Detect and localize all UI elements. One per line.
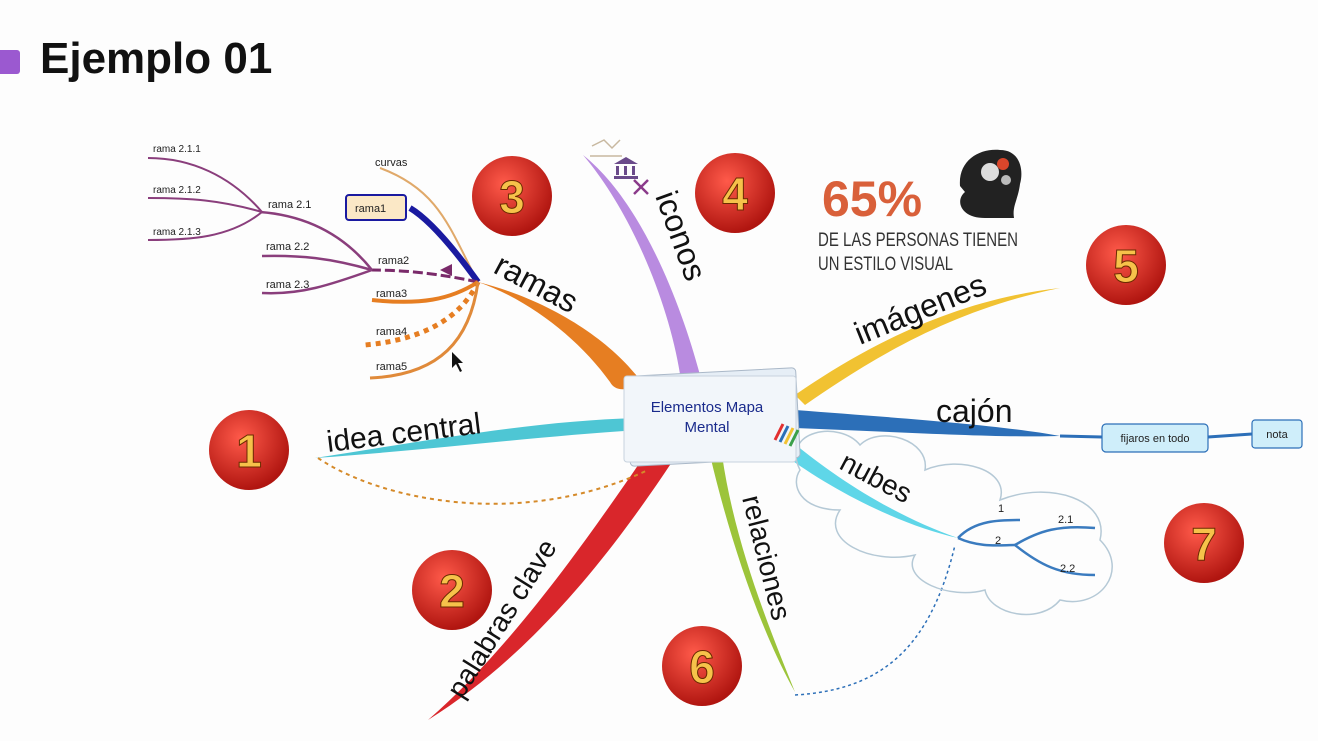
cajon-connector [1059,434,1103,439]
branch-relaciones [710,455,795,692]
cajon-box-fijaros [1101,423,1209,453]
rama2-label: rama2 [378,255,409,267]
cajon-box-nota [1251,419,1303,449]
rama1-box [345,194,407,221]
stat-percent: 65% [822,171,922,227]
chart-icon [590,139,622,157]
branch-cajon [795,410,1060,437]
label-idea-central: idea central [325,407,483,459]
central-node: Elementos Mapa Mental [623,367,801,467]
central-title-line1: Elementos Mapa [651,399,764,416]
rama-2-1-1-label: rama 2.1.1 [153,144,201,155]
rama-2-3-label: rama 2.3 [266,279,309,291]
badge-2-number: 2 [439,565,465,617]
curvas-label: curvas [375,157,408,169]
badge-5-number: 5 [1113,240,1139,292]
relation-dashed-line-2 [794,544,956,696]
stat-line2: UN ESTILO VISUAL [818,254,953,275]
nubes-label-1: 1 [998,503,1004,515]
cajon-connector-2 [1207,432,1253,439]
nubes-label-2-1: 2.1 [1058,514,1073,526]
badge-7-number: 7 [1191,518,1217,570]
head-gears-icon [959,149,1022,218]
badge-2: 2 [412,550,492,630]
rama1-label: rama1 [355,203,386,215]
ramas-subbranches [147,157,481,380]
label-nubes: nubes [835,446,917,509]
badge-6-number: 6 [689,641,715,693]
badge-4: 4 [695,153,775,233]
rama-2-1-label: rama 2.1 [268,199,311,211]
branch-nubes [775,440,958,538]
branch-idea-central [315,418,640,458]
rama3-label: rama3 [376,288,407,300]
arrows-in-icon [633,179,649,195]
label-cajon: cajón [936,393,1013,429]
badge-3-number: 3 [499,171,525,223]
cloud-shape [795,430,1113,616]
rama-2-2-label: rama 2.2 [266,241,309,253]
badge-4-number: 4 [722,168,748,220]
branch-palabras-clave [428,448,672,720]
badge-1: 1 [209,410,289,490]
slide-title: Ejemplo 01 [40,34,273,83]
central-title-line2: Mental [684,419,729,436]
cursor-icon [452,352,463,372]
badge-7: 7 [1164,503,1244,583]
branch-imagenes [795,288,1060,405]
relation-dashed-line-1 [317,457,649,505]
title-accent-bar [0,50,20,74]
cajon-box-nota-label: nota [1266,429,1288,441]
badge-5: 5 [1086,225,1166,305]
nubes-subbranches [957,518,1096,577]
bank-icon [614,157,638,179]
badge-6: 6 [662,626,742,706]
pencils-icon [773,423,800,447]
rama4-label: rama4 [376,326,407,338]
branch-ramas [478,282,640,390]
rama2-arrowhead [440,264,452,276]
rama-2-1-3-label: rama 2.1.3 [153,227,201,238]
badge-1-number: 1 [236,425,262,477]
rama-2-1-2-label: rama 2.1.2 [153,185,201,196]
rama5-label: rama5 [376,361,407,373]
badge-3: 3 [472,156,552,236]
nubes-label-2: 2 [995,535,1001,547]
stat-line1: DE LAS PERSONAS TIENEN [818,230,1018,251]
cajon-box-fijaros-label: fijaros en todo [1120,433,1189,445]
nubes-label-2-2: 2.2 [1060,563,1075,575]
branch-iconos [583,155,700,379]
